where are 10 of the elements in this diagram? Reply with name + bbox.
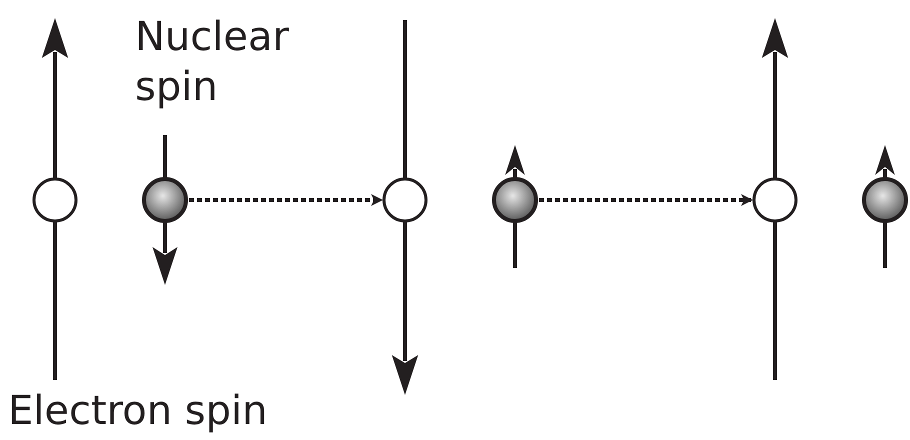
- electron-circle: [31, 176, 79, 224]
- nucleus-sphere: [491, 176, 539, 224]
- spin-label: Electron spin: [8, 387, 268, 436]
- arrow: [189, 194, 383, 206]
- electron-circle: [381, 176, 429, 224]
- nucleus-sphere: [861, 176, 909, 224]
- nucleus-sphere: [141, 176, 189, 224]
- arrow: [539, 194, 753, 206]
- electron-circle: [751, 176, 799, 224]
- spin-label: Nuclear spin: [135, 13, 290, 112]
